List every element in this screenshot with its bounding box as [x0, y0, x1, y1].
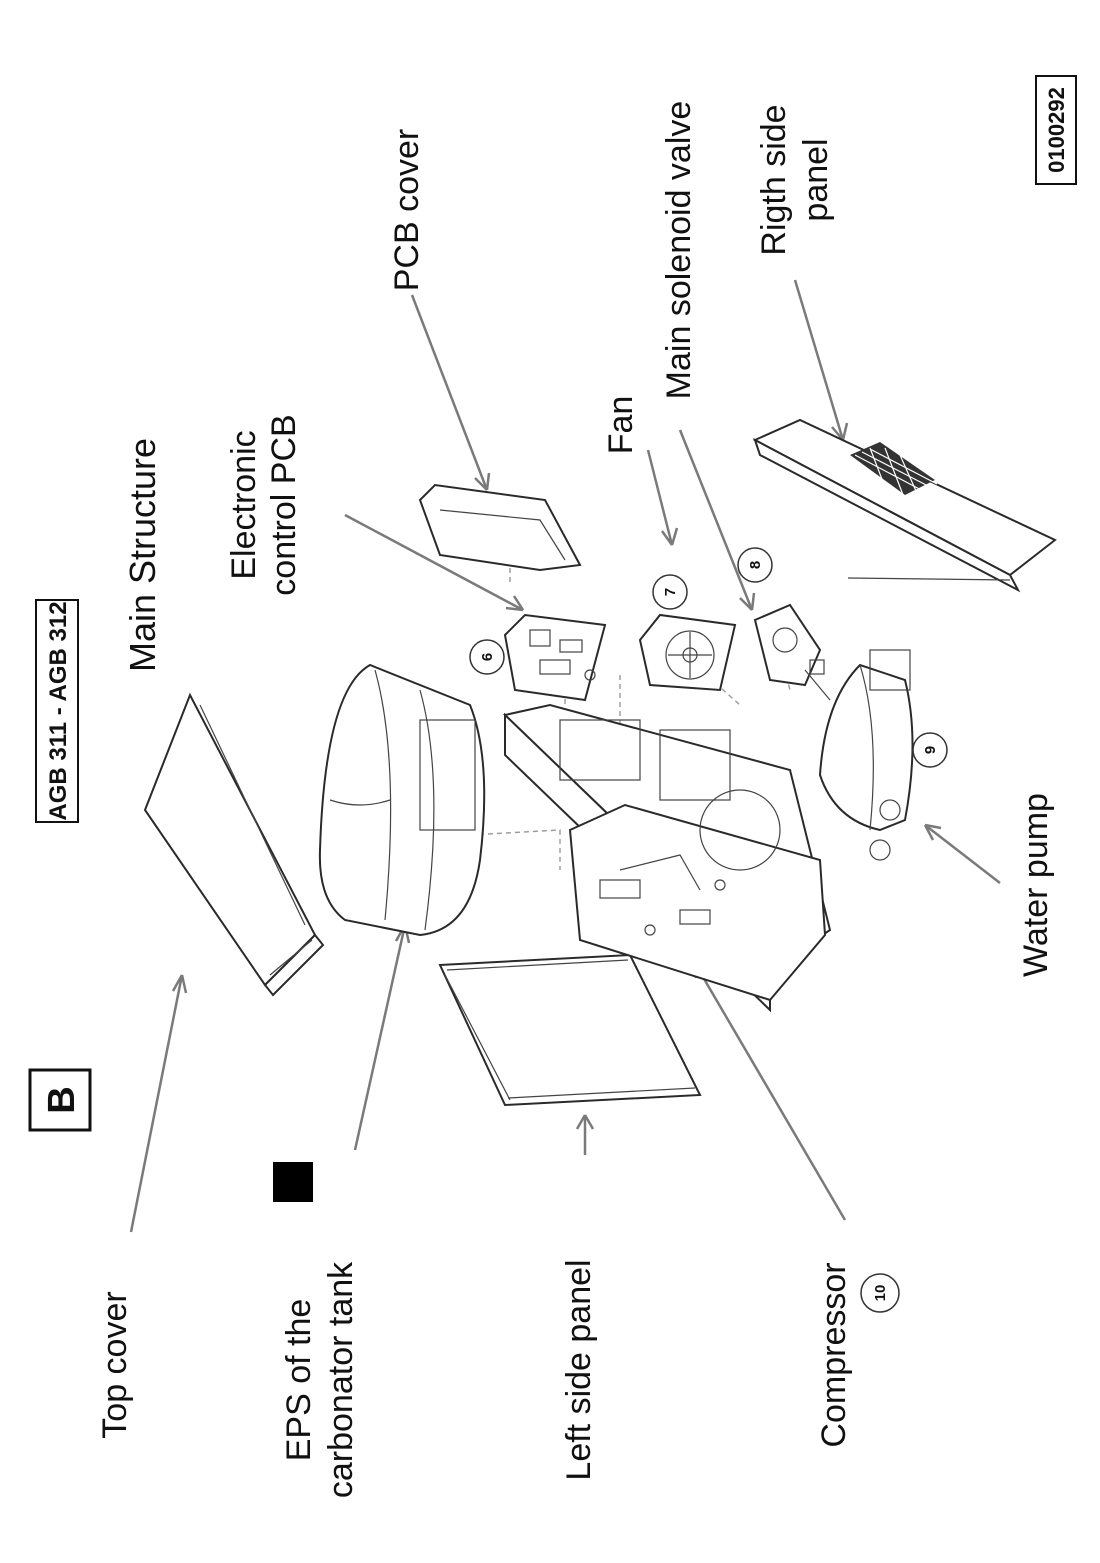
label-electronic-line1: Electronic	[225, 430, 263, 579]
left-side-panel-part	[438, 953, 702, 1107]
leader-pcb-cover	[410, 294, 489, 491]
svg-text:10: 10	[872, 1285, 889, 1302]
eps-marker-square	[273, 1162, 313, 1202]
callout-7: 7	[652, 574, 688, 610]
model-code: AGB 311 - AGB 312	[45, 601, 72, 820]
callout-8: 8	[737, 547, 773, 583]
main-structure-part	[502, 703, 832, 1013]
leader-top-cover	[129, 974, 184, 1233]
label-main-solenoid-valve: Main solenoid valve	[660, 101, 698, 400]
label-top-cover: Top cover	[96, 1291, 134, 1438]
label-compressor: Compressor	[815, 1262, 853, 1447]
label-pcb-cover: PCB cover	[388, 129, 426, 292]
drawing-number-box: 0100292	[1035, 75, 1077, 185]
leader-compressor	[691, 959, 847, 1221]
label-electronic-line2: control PCB	[265, 414, 303, 595]
svg-text:6: 6	[479, 653, 496, 661]
section-letter-box: B	[28, 1068, 92, 1132]
callout-9: 9	[912, 732, 948, 768]
fan-part	[638, 613, 737, 692]
water-pump-part	[818, 649, 914, 861]
section-letter: B	[41, 1086, 83, 1113]
model-code-box: AGB 311 - AGB 312	[35, 599, 79, 823]
solenoid-valve-part	[753, 603, 831, 701]
label-eps-line2: carbonator tank	[322, 1261, 360, 1498]
drawing-number: 0100292	[1044, 87, 1069, 173]
leader-right-panel	[793, 279, 845, 441]
label-water-pump: Water pump	[1017, 793, 1055, 977]
pcb-cover-part	[418, 483, 582, 572]
leader-solenoid	[678, 429, 754, 611]
label-right-panel-line1: Rigth side	[755, 104, 793, 255]
eps-carbonator-tank-part	[318, 663, 486, 937]
label-fan: Fan	[602, 396, 640, 455]
label-left-side-panel: Left side panel	[560, 1259, 598, 1480]
svg-text:7: 7	[662, 588, 679, 596]
label-right-panel-line2: panel	[797, 138, 835, 221]
label-eps-line1: EPS of the	[280, 1299, 318, 1462]
right-side-panel-part	[752, 418, 1057, 593]
vent-grille	[850, 442, 938, 501]
svg-text:9: 9	[922, 746, 939, 754]
leader-water-pump	[924, 824, 1001, 884]
svg-text:8: 8	[747, 561, 764, 569]
leader-lines	[129, 279, 1001, 1233]
leader-eps	[353, 924, 407, 1151]
leader-fan	[646, 449, 674, 546]
diagram-title: Main Structure	[122, 438, 163, 672]
top-cover-part	[143, 692, 325, 997]
leader-electronic-pcb	[344, 513, 524, 612]
callout-10: 10	[860, 1273, 900, 1313]
callout-6: 6	[469, 639, 505, 675]
electronic-pcb-part	[503, 613, 607, 702]
